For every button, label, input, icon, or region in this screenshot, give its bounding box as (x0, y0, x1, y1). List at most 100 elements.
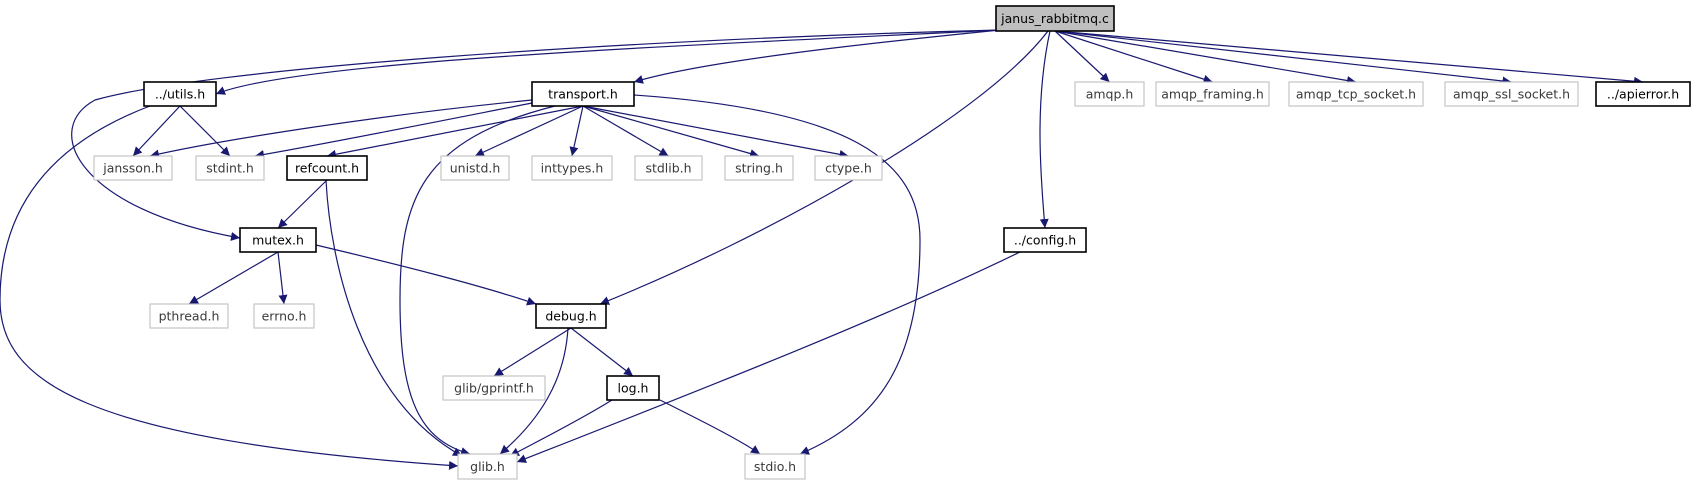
node-box-stdio (744, 453, 806, 480)
node-label-amqp: amqp.h (1086, 87, 1134, 102)
edge-janus_rabbitmq-to-mutex (71, 29, 1001, 241)
node-label-gprintf: glib/gprintf.h (454, 381, 534, 396)
edge-transport-to-stdlib (582, 105, 669, 157)
node-box-apierror (1595, 81, 1691, 107)
node-box-errno (253, 303, 315, 329)
node-label-jansson: jansson.h (102, 161, 163, 176)
edge-transport-to-stdio (633, 94, 921, 455)
node-debug[interactable]: debug.h (535, 303, 607, 329)
node-label-stdio: stdio.h (754, 459, 796, 474)
edge-janus_rabbitmq-to-amqp_ssl_socket (1054, 30, 1512, 86)
node-label-refcount: refcount.h (295, 161, 359, 176)
node-box-config (1003, 227, 1087, 253)
edge-config-to-glib (516, 251, 1021, 463)
edge-mutex-to-errno (277, 251, 288, 305)
node-box-inttypes (531, 155, 613, 181)
node-amqp: amqp.h (1074, 81, 1145, 107)
edge-transport-to-stdint (254, 102, 533, 159)
node-label-errno: errno.h (262, 309, 307, 324)
node-box-ctype (814, 155, 883, 181)
node-label-debug: debug.h (545, 309, 596, 324)
edge-utils-to-glib (0, 105, 459, 470)
node-label-ctype: ctype.h (825, 161, 872, 176)
edge-refcount-to-mutex (277, 179, 328, 229)
node-label-utils: ../utils.h (155, 87, 205, 102)
node-box-refcount (286, 155, 368, 181)
node-label-transport: transport.h (548, 87, 618, 102)
node-stdlib: stdlib.h (634, 155, 703, 181)
node-box-amqp (1074, 81, 1145, 107)
nodes-layer: janus_rabbitmq.c ../utils.h transport.h amq… (93, 5, 1691, 480)
node-box-transport (531, 81, 635, 107)
node-box-mutex (239, 227, 317, 253)
edge-debug-to-log (570, 327, 634, 377)
node-string: string.h (724, 155, 794, 181)
node-unistd: unistd.h (440, 155, 510, 181)
node-box-glib (457, 453, 518, 480)
node-label-amqp_framing: amqp_framing.h (1161, 87, 1264, 102)
edge-transport-to-glib (399, 105, 556, 456)
edge-mutex-to-debug (315, 244, 537, 306)
edge-transport-to-unistd (474, 105, 584, 157)
node-box-debug (535, 303, 607, 329)
node-log[interactable]: log.h (606, 375, 660, 401)
node-mutex[interactable]: mutex.h (239, 227, 317, 253)
edge-refcount-to-glib (325, 179, 463, 457)
node-config[interactable]: ../config.h (1003, 227, 1087, 253)
node-box-stdint (195, 155, 265, 181)
edge-transport-to-string (582, 105, 760, 158)
node-label-glib: glib.h (470, 459, 505, 474)
node-apierror[interactable]: ../apierror.h (1595, 81, 1691, 107)
node-label-stdint: stdint.h (206, 161, 254, 176)
edge-transport-to-ctype (582, 105, 849, 159)
node-gprintf: glib/gprintf.h (442, 375, 546, 401)
edge-transport-to-refcount (326, 105, 584, 159)
node-box-stdlib (634, 155, 703, 181)
node-box-unistd (440, 155, 510, 181)
edge-log-to-stdio (659, 399, 761, 455)
node-amqp_framing: amqp_framing.h (1155, 81, 1270, 107)
node-label-log: log.h (618, 381, 649, 396)
node-ctype: ctype.h (814, 155, 883, 181)
edge-janus_rabbitmq-to-apierror (1054, 30, 1644, 86)
node-box-janus_rabbitmq (995, 5, 1115, 32)
edge-debug-to-glib (499, 327, 569, 455)
edge-janus_rabbitmq-to-transport (633, 29, 1001, 84)
node-box-gprintf (442, 375, 546, 401)
node-box-utils (143, 81, 217, 107)
node-label-stdlib: stdlib.h (645, 161, 691, 176)
node-amqp_ssl_socket: amqp_ssl_socket.h (1444, 81, 1579, 107)
edges-layer (0, 29, 1644, 470)
node-label-mutex: mutex.h (252, 233, 304, 248)
node-label-apierror: ../apierror.h (1607, 87, 1679, 102)
edge-log-to-glib (509, 399, 613, 457)
node-label-amqp_tcp_socket: amqp_tcp_socket.h (1296, 87, 1416, 102)
node-stdio: stdio.h (744, 453, 806, 480)
node-box-amqp_tcp_socket (1288, 81, 1424, 107)
node-refcount[interactable]: refcount.h (286, 155, 368, 181)
edge-transport-to-jansson (149, 99, 533, 159)
edge-debug-to-gprintf (493, 327, 572, 377)
node-inttypes: inttypes.h (531, 155, 613, 181)
node-label-pthread: pthread.h (159, 309, 220, 324)
node-pthread: pthread.h (149, 303, 229, 329)
edge-utils-to-stdint (179, 105, 231, 157)
node-amqp_tcp_socket: amqp_tcp_socket.h (1288, 81, 1424, 107)
node-label-inttypes: inttypes.h (541, 161, 604, 176)
node-box-jansson (93, 155, 173, 181)
node-utils[interactable]: ../utils.h (143, 81, 217, 107)
node-errno: errno.h (253, 303, 315, 329)
node-transport[interactable]: transport.h (531, 81, 635, 107)
edge-janus_rabbitmq-to-config (1039, 30, 1051, 229)
node-label-unistd: unistd.h (450, 161, 501, 176)
node-box-amqp_framing (1155, 81, 1270, 107)
node-label-string: string.h (735, 161, 783, 176)
edge-janus_rabbitmq-to-amqp_tcp_socket (1054, 30, 1357, 85)
node-janus_rabbitmq[interactable]: janus_rabbitmq.c (995, 5, 1115, 32)
node-label-amqp_ssl_socket: amqp_ssl_socket.h (1453, 87, 1570, 102)
node-box-pthread (149, 303, 229, 329)
edge-janus_rabbitmq-to-amqp (1054, 30, 1110, 83)
node-box-string (724, 155, 794, 181)
node-label-janus_rabbitmq: janus_rabbitmq.c (1000, 11, 1109, 26)
node-box-amqp_ssl_socket (1444, 81, 1579, 107)
